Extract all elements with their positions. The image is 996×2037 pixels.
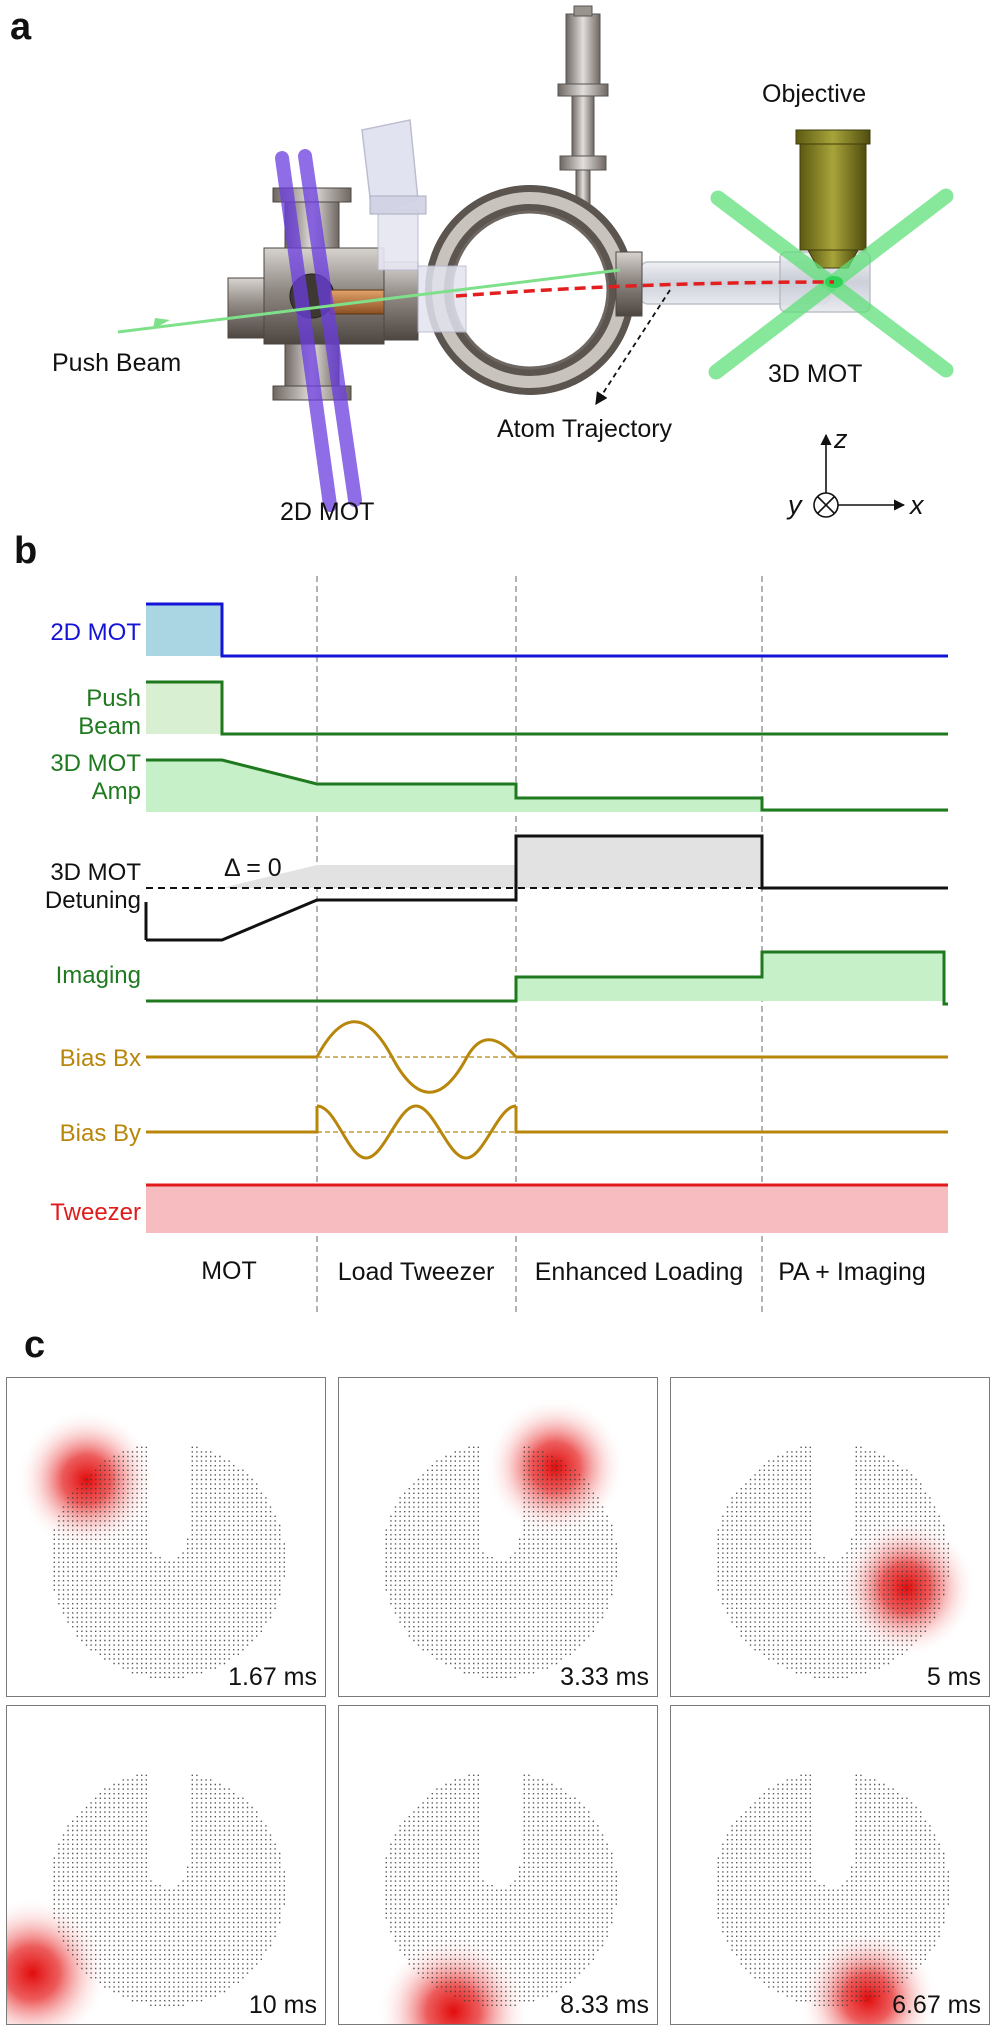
tweezer-array (385, 1446, 617, 1678)
snapshot-tile: 1.67 ms (6, 1377, 326, 1697)
trace-bias-by (146, 1104, 948, 1160)
panel-b-letter: b (14, 530, 38, 572)
snapshot-image (16, 1409, 285, 1678)
phase-label-load-tweezer: Load Tweezer (338, 1258, 495, 1286)
trace-tweezer (146, 1183, 948, 1233)
valve-glass (361, 119, 467, 333)
phase-label-mot: MOT (201, 1257, 257, 1285)
objective-label: Objective (762, 80, 866, 108)
phase-label-enhanced-loading: Enhanced Loading (535, 1258, 744, 1286)
snapshot-time-label: 6.67 ms (892, 1991, 981, 2019)
panel-a-letter: a (10, 6, 32, 48)
snapshot-tile: 5 ms (670, 1377, 990, 1697)
atom-trajectory-path (455, 280, 835, 298)
panel-a-apparatus: Push Beam 2D MOT Atom Trajectory Objecti… (52, 5, 954, 526)
delta-label: Δ = 0 (224, 854, 282, 882)
tweezer-array (717, 1446, 949, 1678)
push-beam-arrowhead (153, 318, 170, 329)
snapshot-image (717, 1774, 949, 2024)
axis-z-label: z (833, 424, 848, 454)
snapshot-image (717, 1446, 977, 1678)
tweezer-array (53, 1774, 285, 2006)
snapshot-time-label: 5 ms (926, 1663, 981, 1691)
tweezer-array (717, 1774, 949, 2006)
channel-label-bias-by: Bias By (60, 1120, 141, 1147)
mot-3d-label: 3D MOT (768, 360, 862, 388)
mot-2d-beam (275, 151, 337, 512)
axis-x-label: x (908, 490, 925, 520)
atom-trajectory-pointer (595, 289, 671, 406)
phase-labels: MOT Load Tweezer Enhanced Loading PA + I… (201, 1257, 926, 1286)
top-feedthrough (557, 5, 609, 221)
channel-label-tweezer: Tweezer (50, 1199, 141, 1226)
channel-label-2d-mot: 2D MOT (50, 619, 141, 646)
phase-label-pa-imaging: PA + Imaging (778, 1258, 926, 1286)
trace-imaging (146, 950, 948, 1006)
tweezer-array (53, 1446, 285, 1678)
panel-c-letter: c (24, 1324, 46, 1366)
snapshot-image (377, 1774, 617, 2024)
axis-y-label: y (786, 490, 803, 520)
mot-2d-label: 2D MOT (280, 498, 374, 526)
trace-3d-mot-amp (146, 758, 948, 812)
trace-3d-mot-detuning (144, 834, 948, 942)
snapshot-tile: 6.67 ms (670, 1705, 990, 2025)
atom-cloud (836, 1517, 977, 1658)
channel-label-bias-bx: Bias Bx (60, 1045, 141, 1072)
snapshot-tile: 8.33 ms (338, 1705, 658, 2025)
snapshot-time-label: 3.33 ms (560, 1663, 649, 1691)
atom-cloud (485, 1397, 626, 1537)
atom-cloud (7, 1896, 109, 2024)
push-beam-line (117, 268, 621, 334)
snapshot-time-label: 1.67 ms (228, 1663, 317, 1691)
axis-triad (813, 433, 906, 518)
mot-2d-beam (298, 149, 362, 507)
trace-push-beam (146, 680, 948, 736)
snapshot-time-label: 10 ms (248, 1991, 317, 2019)
snapshot-tile: 3.33 ms (338, 1377, 658, 1697)
channel-label-imaging: Imaging (56, 962, 141, 989)
snapshot-tile: 10 ms (6, 1705, 326, 2025)
objective-lens (795, 129, 871, 269)
atom-trajectory-label: Atom Trajectory (497, 415, 673, 443)
atom-cloud (377, 1934, 530, 2024)
trace-2d-mot (146, 602, 948, 658)
snapshot-time-label: 8.33 ms (560, 1991, 649, 2019)
push-beam-label: Push Beam (52, 349, 181, 377)
trace-bias-bx (146, 1020, 948, 1094)
tweezer-array (385, 1774, 617, 2006)
snapshot-image (385, 1397, 626, 1678)
snapshot-image (7, 1774, 285, 2024)
